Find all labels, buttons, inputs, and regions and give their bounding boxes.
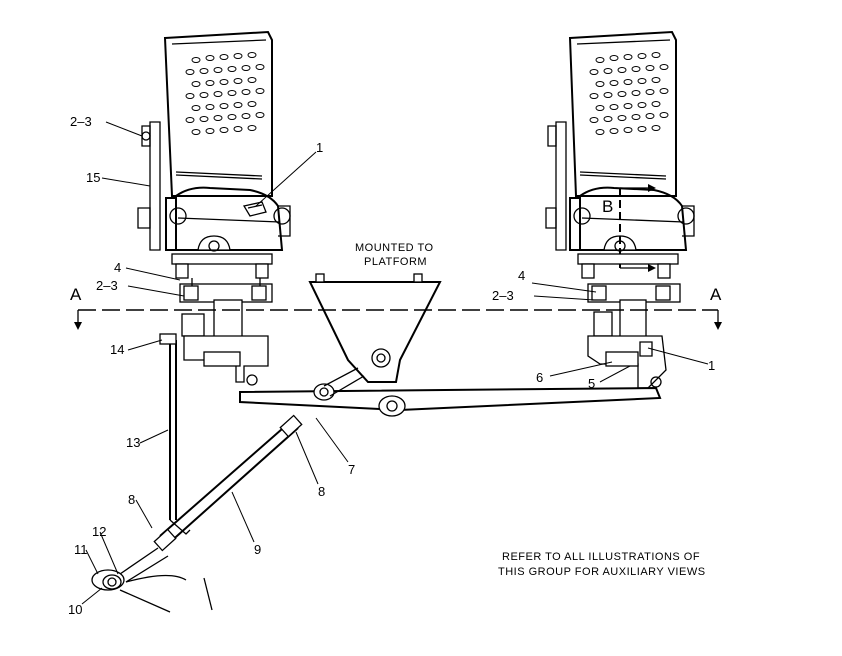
callout-11: 11	[74, 542, 88, 557]
callout-labels: 2–3 15 1 4 2–3 14 13 8 12 11 10 9 8 7 4 …	[68, 114, 722, 617]
callout-12: 12	[92, 524, 106, 539]
callout-2-3-right: 2–3	[492, 288, 514, 303]
callout-13: 13	[126, 435, 140, 450]
refer-note-line1: REFER TO ALL ILLUSTRATIONS OF	[502, 551, 700, 563]
section-a-right-label: A	[710, 285, 722, 304]
right-pedal	[545, 30, 695, 389]
right-pedal-tread-holes	[589, 52, 669, 135]
callout-2-3-top: 2–3	[70, 114, 92, 129]
mounted-note-line1: MOUNTED TO	[355, 242, 434, 254]
left-pedal	[137, 30, 291, 386]
left-pedal-tread-holes	[185, 52, 265, 135]
callout-10: 10	[68, 602, 82, 617]
callout-9: 9	[254, 542, 261, 557]
callout-8-lower: 8	[128, 492, 135, 507]
callout-2-3-left: 2–3	[96, 278, 118, 293]
mounted-note-line2: PLATFORM	[364, 256, 427, 268]
section-a-left-label: A	[70, 285, 82, 304]
callout-1-left: 1	[316, 140, 323, 155]
callout-6: 6	[536, 370, 543, 385]
callout-4-left: 4	[114, 260, 121, 275]
platform-mounting-bracket	[308, 273, 442, 383]
refer-note-line2: THIS GROUP FOR AUXILIARY VIEWS	[498, 566, 706, 578]
callout-4-right: 4	[518, 268, 525, 283]
callout-7: 7	[348, 462, 355, 477]
section-b-label: B	[602, 197, 613, 216]
section-line-a-a	[74, 309, 722, 330]
callout-15: 15	[86, 170, 100, 185]
linkage-rods	[91, 333, 662, 613]
callout-8-mid: 8	[318, 484, 325, 499]
callout-14: 14	[110, 342, 124, 357]
leader-lines	[81, 121, 709, 605]
callout-1-right: 1	[708, 358, 715, 373]
callout-5: 5	[588, 376, 595, 391]
